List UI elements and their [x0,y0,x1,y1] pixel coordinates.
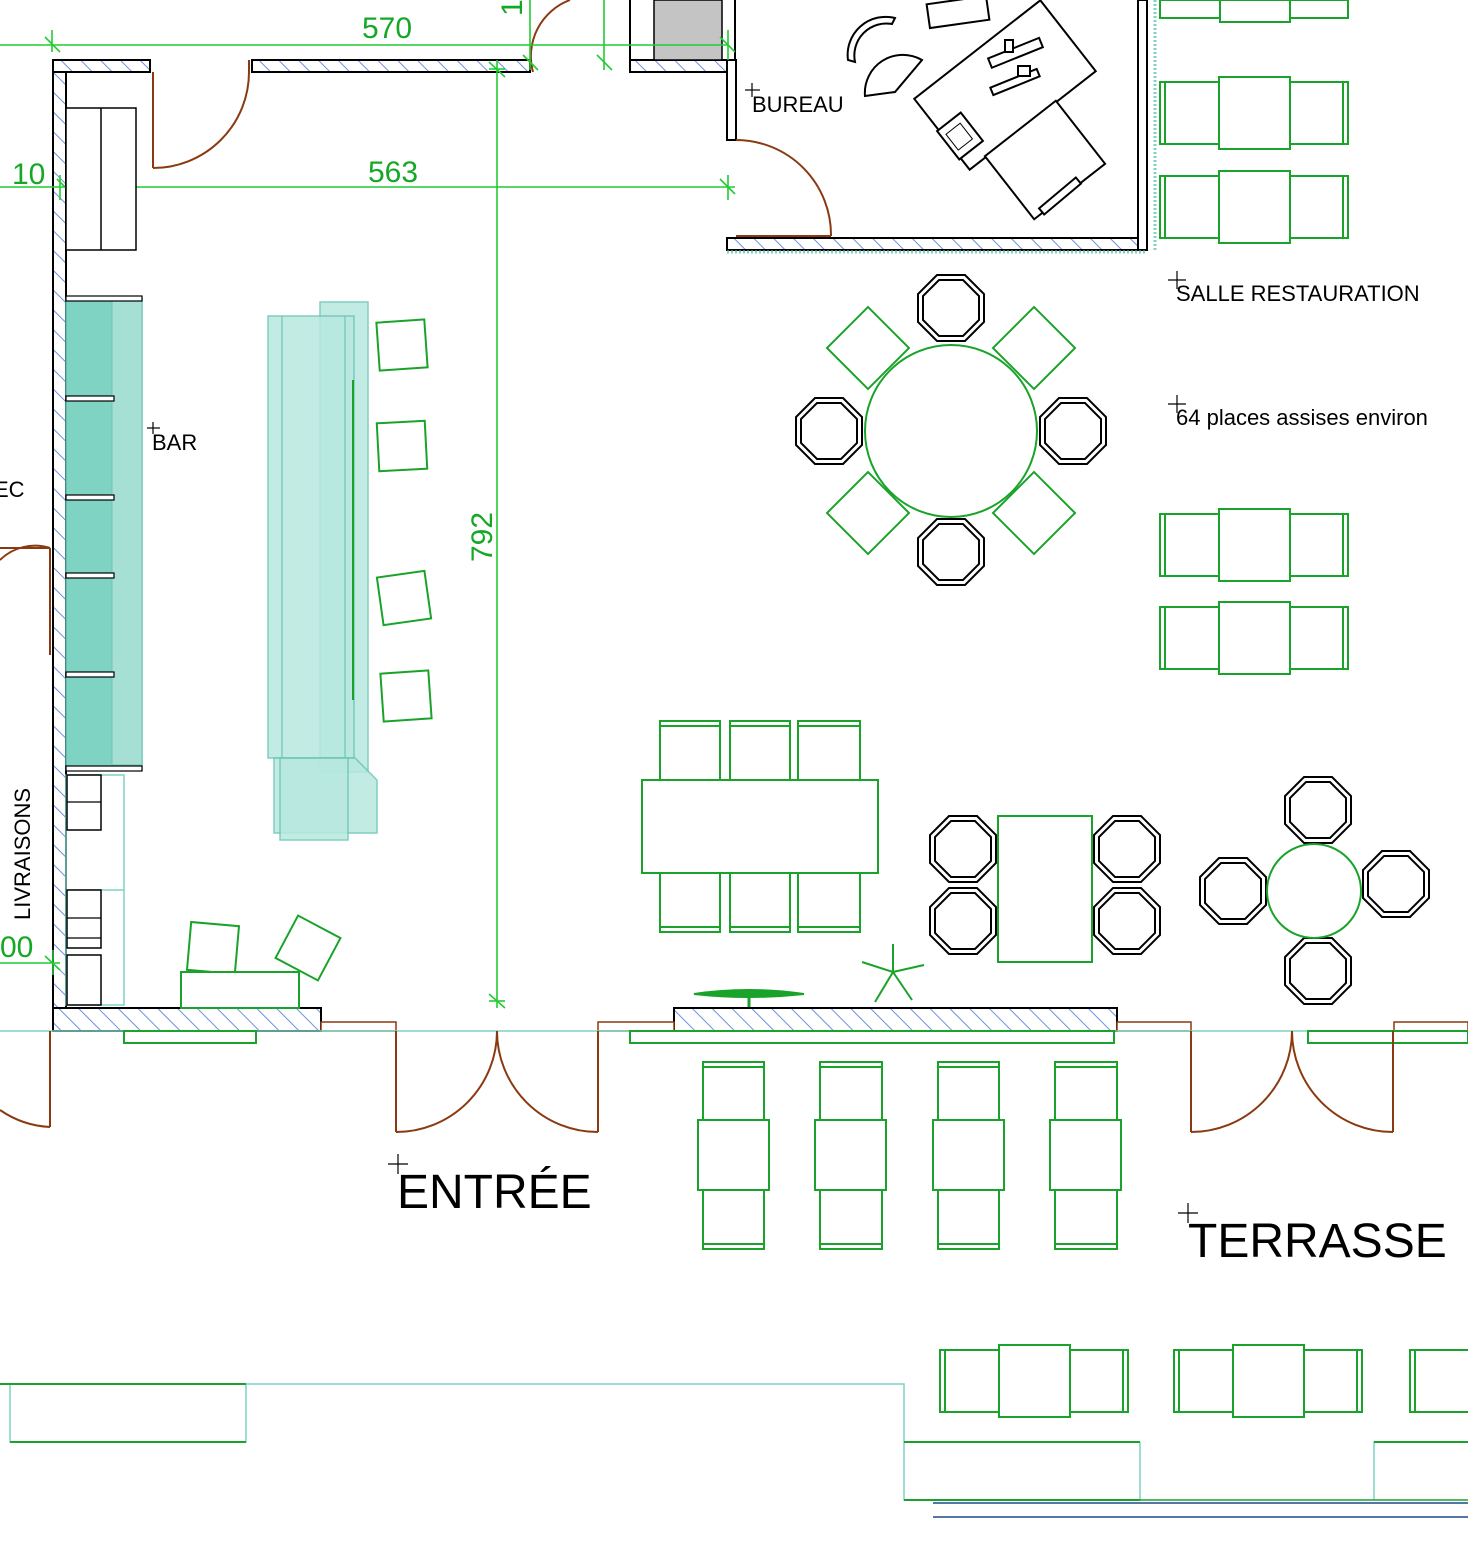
dimension-partial-bottom: 00 [0,931,33,964]
long-table [641,720,879,933]
decor-items [693,944,925,1007]
terrace-tables-row [697,1061,1122,1250]
round-table-large [795,274,1107,586]
label-entree: ENTRÉE [397,1166,592,1219]
label-salle-restauration: SALLE RESTAURATION [1176,281,1420,306]
dimension-height: 792 [466,512,499,562]
bar-counter [267,301,378,841]
room-labels: BUREAU BAR SALLE RESTAURATION 64 places … [0,83,1447,1268]
terrace-planters [0,1383,1468,1518]
dimension-top-width: 570 [362,12,412,45]
rect-tables-right [1159,0,1349,675]
round-table-small [1199,776,1430,1005]
label-partial-left: EC [0,477,25,502]
dimension-inner-width: 563 [368,156,418,189]
label-livraisons: LIVRAISONS [10,788,35,920]
doors [0,0,1394,1133]
walls [0,0,1468,1044]
terrace-tables-bottom [939,1344,1468,1418]
label-bar: BAR [152,430,197,455]
rect-table-octchairs [929,815,1161,963]
office-furniture [846,0,1107,221]
bar-back-shelves [65,107,143,1006]
label-terrasse: TERRASSE [1188,1215,1447,1268]
label-bureau: BUREAU [752,92,844,117]
dimension-partial-top: 1 [496,0,529,16]
bar-stools [180,318,433,1009]
dimension-side-offset: 10 [12,158,45,191]
label-capacity: 64 places assises environ [1176,405,1428,430]
